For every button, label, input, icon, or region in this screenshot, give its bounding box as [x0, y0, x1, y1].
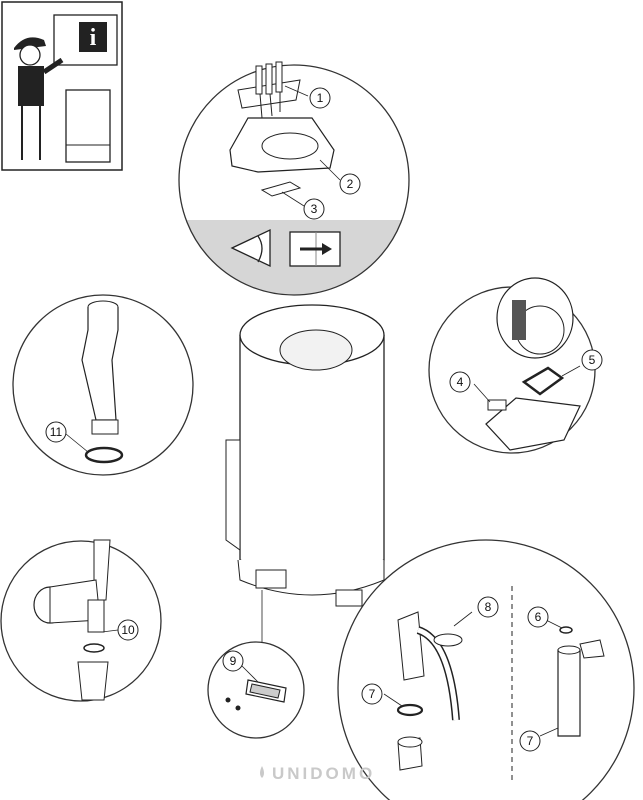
callout-9: 9: [222, 650, 244, 672]
detail-circle-fittings: [337, 539, 635, 800]
svg-text:3: 3: [311, 202, 318, 216]
svg-text:5: 5: [589, 353, 596, 367]
boiler-body: [225, 304, 385, 650]
eye-icon: [230, 228, 271, 268]
svg-text:9: 9: [230, 654, 237, 668]
detail-circle-flue-pipe: [12, 294, 194, 476]
callout-1: 1: [309, 87, 331, 109]
svg-text:6: 6: [535, 610, 542, 624]
technician-figure-icon: [14, 37, 64, 160]
detail-circle-electrodes: [178, 61, 410, 296]
callout-2: 2: [339, 173, 361, 195]
svg-text:10: 10: [121, 623, 135, 637]
callout-5: 5: [581, 349, 603, 371]
svg-text:1: 1: [317, 91, 324, 105]
callout-4: 4: [449, 371, 471, 393]
detail-circle-fan: [428, 277, 596, 454]
callout-8: 8: [477, 596, 499, 618]
callout-7-right: 7: [519, 730, 541, 752]
svg-text:11: 11: [50, 425, 63, 439]
callout-labels: 1 2 3 4 5 6 7 7 8 9 10 11: [45, 87, 603, 752]
svg-text:4: 4: [457, 375, 464, 389]
callout-6: 6: [527, 606, 549, 628]
detail-circle-sight-glass: [207, 641, 305, 739]
svg-text:2: 2: [347, 177, 354, 191]
arrow-right-icon: [289, 231, 341, 267]
detail-circle-siphon: [0, 539, 162, 702]
callout-7-left: 7: [361, 683, 383, 705]
svg-text:8: 8: [485, 600, 492, 614]
watermark-text: UNIDOMO: [272, 764, 375, 783]
callout-11: 11: [45, 421, 67, 443]
callout-3: 3: [303, 198, 325, 220]
svg-text:7: 7: [369, 687, 376, 701]
svg-text:7: 7: [527, 734, 534, 748]
technician-info-panel: i: [1, 1, 123, 171]
watermark: UNIDOMO: [260, 764, 375, 783]
callout-10: 10: [117, 619, 139, 641]
info-symbol: i: [90, 25, 97, 51]
